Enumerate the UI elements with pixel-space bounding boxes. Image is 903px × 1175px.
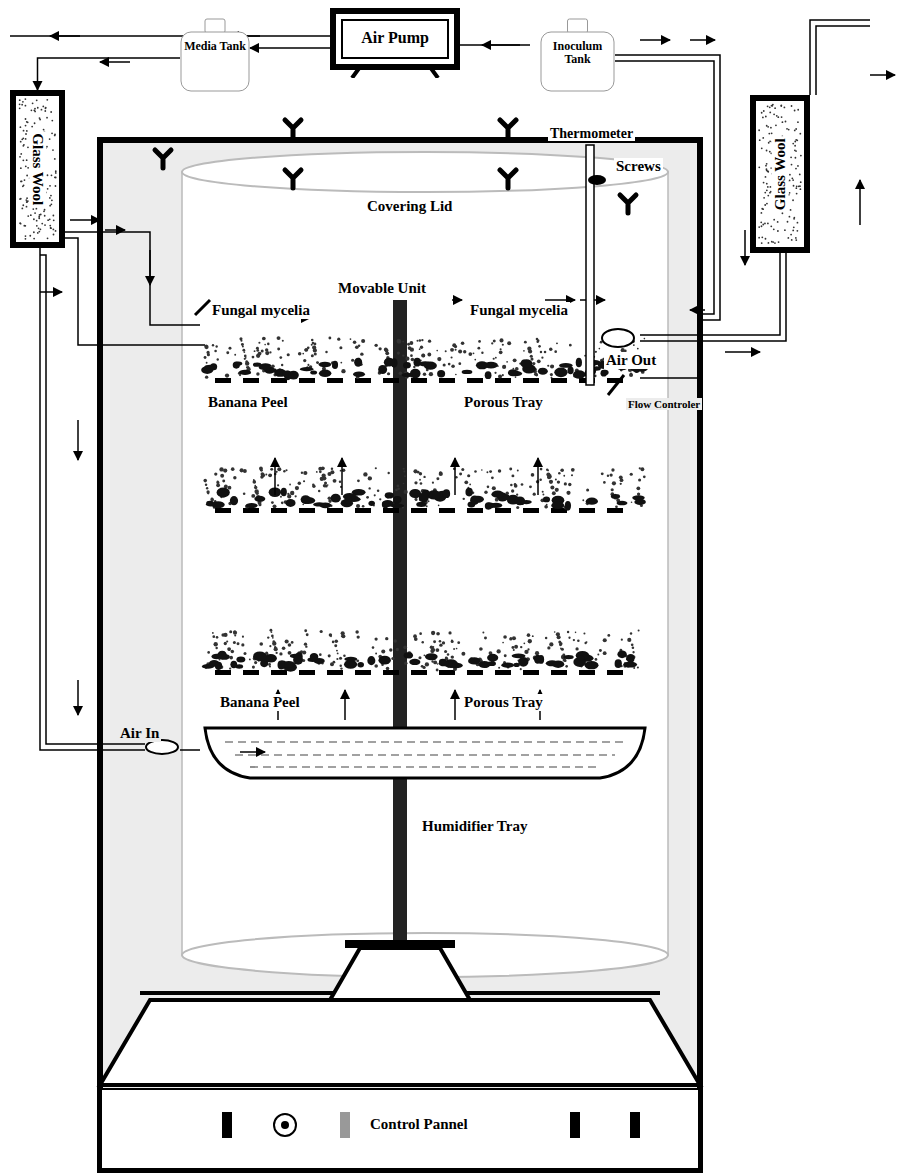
rod-stand <box>330 948 470 1000</box>
node-outline <box>180 18 250 92</box>
glass-wool-filter: Glass Wool <box>750 95 810 253</box>
cabinet <box>100 140 700 1170</box>
part-label: Thermometer <box>548 126 635 141</box>
node-label: Air Pump <box>361 29 429 47</box>
movable-rod <box>393 300 407 940</box>
stand-base <box>100 1000 700 1085</box>
pipe <box>460 20 870 378</box>
part-label: Air In <box>118 725 161 742</box>
node-label: Control Pannel <box>370 1116 468 1133</box>
part-label: Porous Tray <box>462 694 545 711</box>
control-panel: Control Pannel <box>100 1088 700 1170</box>
covering-lid <box>182 152 668 192</box>
part-label: Screws <box>614 158 663 175</box>
part-label: Covering Lid <box>365 198 454 215</box>
pipe <box>10 36 330 750</box>
glass-wool-filter: Glass Wool <box>10 90 65 248</box>
part-label: Movable Unit <box>336 280 428 297</box>
air-pump-box: Air Pump <box>330 8 460 78</box>
node-label: Glass Wool <box>29 131 46 207</box>
part-label: Humidifier Tray <box>420 818 529 835</box>
part-label: Porous Tray <box>462 394 545 411</box>
humidifier-tray <box>205 728 645 778</box>
pipe-connector <box>38 58 181 90</box>
glass-cylinder <box>182 172 668 955</box>
node-label: Media Tank <box>183 40 247 53</box>
air-in-valve <box>146 740 178 754</box>
part-label: Fungal mycelia <box>468 302 570 319</box>
part-label: Banana Peel <box>218 694 302 711</box>
part-label: Flow Controler <box>626 398 702 410</box>
air-out-valve <box>602 329 634 347</box>
pipe-connector <box>250 47 330 49</box>
node-label: Glass Wool <box>772 136 789 212</box>
part-label: Fungal mycelia <box>210 302 312 319</box>
inoculum-tank: Inoculum Tank <box>540 18 615 92</box>
media-tank: Media Tank <box>180 18 250 92</box>
part-label: Banana Peel <box>206 394 290 411</box>
flow-controller <box>608 375 624 395</box>
node-label: Inoculum Tank <box>543 40 612 66</box>
part-label: Air Out <box>604 352 658 369</box>
